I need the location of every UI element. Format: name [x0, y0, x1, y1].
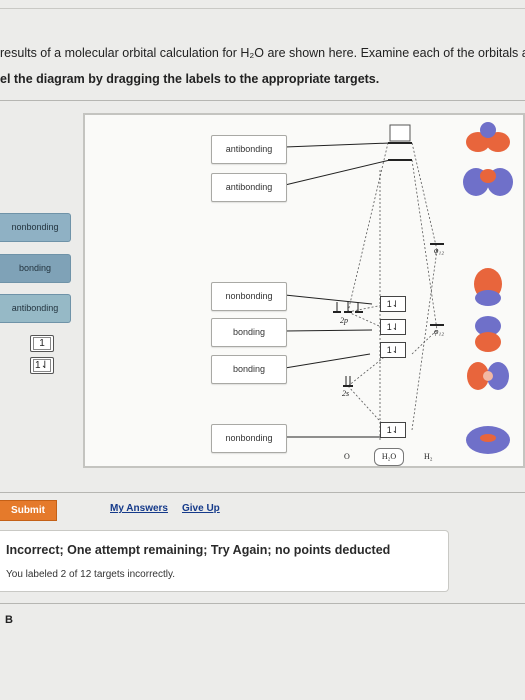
feedback-title: Incorrect; One attempt remaining; Try Ag… [6, 543, 391, 557]
instruction-line-2: el the diagram by dragging the labels to… [0, 72, 380, 86]
drag-label-bonding[interactable]: bonding [0, 254, 71, 283]
mo-diagram-panel [83, 113, 525, 468]
target-antibonding-2[interactable]: antibonding [211, 173, 287, 202]
actions-divider [0, 492, 525, 493]
axis-label-h2: H₂ [424, 452, 433, 461]
drag-electron-single[interactable]: 1 [30, 335, 54, 352]
pair-box-3: 1⇃ [380, 342, 406, 358]
label-2s: 2s [342, 389, 350, 398]
feedback-detail: You labeled 2 of 12 targets incorrectly. [6, 569, 175, 580]
pair-arrows: 1⇃ [386, 345, 400, 355]
label-phi-lower: φ₁₂ [434, 327, 444, 336]
pair-arrows: 1⇃ [386, 299, 400, 309]
pair-arrows: 1⇃ [386, 425, 400, 435]
electron-single-label: 1 [39, 338, 45, 349]
drag-electron-pair[interactable]: 1⇃ [30, 357, 54, 374]
feedback-box: Incorrect; One attempt remaining; Try Ag… [0, 530, 449, 592]
pair-box-1: 1⇃ [380, 296, 406, 312]
target-nonbonding-2[interactable]: nonbonding [211, 424, 287, 453]
target-bonding-1[interactable]: bonding [211, 318, 287, 347]
give-up-link[interactable]: Give Up [182, 503, 220, 514]
part-divider [0, 603, 525, 604]
label-2p: 2p [340, 316, 348, 325]
drag-label-nonbonding[interactable]: nonbonding [0, 213, 71, 242]
target-bonding-2[interactable]: bonding [211, 355, 287, 384]
target-antibonding-1[interactable]: antibonding [211, 135, 287, 164]
drag-label-antibonding[interactable]: antibonding [0, 294, 71, 323]
pair-arrows: 1⇃ [386, 322, 400, 332]
submit-button[interactable]: Submit [0, 500, 57, 521]
electron-pair-label: 1⇃ [35, 360, 49, 371]
target-nonbonding-1[interactable]: nonbonding [211, 282, 287, 311]
my-answers-link[interactable]: My Answers [110, 503, 168, 514]
instruction-line-1: results of a molecular orbital calculati… [0, 46, 525, 60]
label-phi-upper: φ₁₂ [434, 246, 444, 255]
instruction-divider [0, 100, 525, 101]
pair-box-2: 1⇃ [380, 319, 406, 335]
top-divider [0, 8, 525, 9]
axis-label-h2o: H₂O [374, 448, 404, 466]
pair-box-4: 1⇃ [380, 422, 406, 438]
axis-label-o: O [344, 452, 350, 461]
part-label: B [5, 614, 13, 626]
